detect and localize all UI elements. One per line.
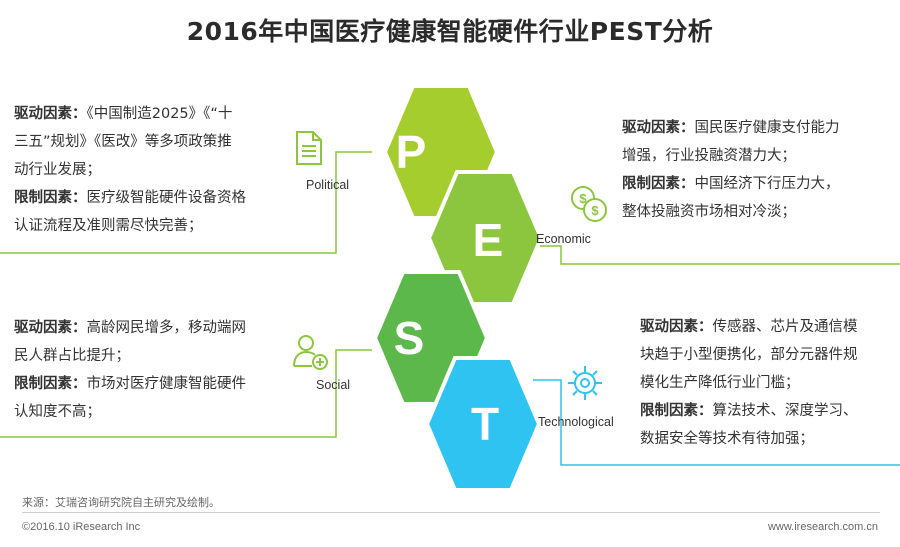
political-driver-line-2: 三五”规划》《医改》等多项政策推 bbox=[14, 134, 232, 150]
economic-driver-line-2: 增强，行业投融资潜力大； bbox=[622, 148, 796, 164]
limit-label: 限制因素： bbox=[622, 176, 695, 192]
gear-icon bbox=[568, 366, 602, 400]
website-link[interactable]: www.iresearch.com.cn bbox=[767, 521, 878, 533]
letter-e: E bbox=[473, 214, 504, 266]
driver-label: 驱动因素： bbox=[14, 106, 87, 122]
driver-label: 驱动因素： bbox=[640, 319, 713, 335]
technological-text: 驱动因素：传感器、芯片及通信模 块趋于小型便携化，部分元器件规 模化生产降低行业… bbox=[640, 313, 900, 453]
letter-t: T bbox=[471, 398, 499, 450]
economic-label: Economic bbox=[536, 232, 591, 246]
technological-driver-line-3: 模化生产降低行业门槛； bbox=[640, 375, 800, 391]
social-label: Social bbox=[316, 378, 351, 392]
coins-icon: $ $ bbox=[571, 186, 607, 222]
driver-label: 驱动因素： bbox=[622, 120, 695, 136]
limit-label: 限制因素： bbox=[14, 376, 87, 392]
source-note: 来源：艾瑞咨询研究院自主研究及绘制。 bbox=[22, 496, 220, 509]
economic-text: 驱动因素：国民医疗健康支付能力 增强，行业投融资潜力大； 限制因素：中国经济下行… bbox=[622, 114, 892, 226]
economic-limit-line-1: 中国经济下行压力大， bbox=[694, 176, 840, 192]
page-title: 2016年中国医疗健康智能硬件行业PEST分析 bbox=[186, 17, 714, 46]
svg-text:$: $ bbox=[591, 203, 599, 218]
social-driver-line-2: 民人群占比提升； bbox=[14, 348, 130, 364]
social-text: 驱动因素：高龄网民增多，移动端网 民人群占比提升； 限制因素：市场对医疗健康智能… bbox=[14, 314, 314, 426]
hexagon-t bbox=[424, 356, 542, 492]
limit-label: 限制因素： bbox=[640, 403, 713, 419]
letter-s: S bbox=[394, 312, 425, 364]
letter-p: P bbox=[396, 126, 427, 178]
political-driver-line-1: 《中国制造2025》《“十 bbox=[86, 106, 233, 122]
political-label: Political bbox=[306, 178, 350, 192]
economic-driver-line-1: 国民医疗健康支付能力 bbox=[694, 120, 840, 136]
technological-limit-line-2: 数据安全等技术有待加强； bbox=[640, 431, 814, 447]
political-limit-line-1: 医疗级智能硬件设备资格 bbox=[86, 190, 247, 206]
technological-driver-line-1: 传感器、芯片及通信模 bbox=[712, 319, 858, 335]
technological-label: Technological bbox=[538, 415, 614, 429]
economic-limit-line-2: 整体投融资市场相对冷淡； bbox=[622, 204, 796, 220]
add-user-icon bbox=[293, 335, 328, 370]
technological-driver-line-2: 块趋于小型便携化，部分元器件规 bbox=[640, 347, 858, 363]
social-driver-line-1: 高龄网民增多，移动端网 bbox=[86, 320, 247, 336]
political-driver-line-3: 动行业发展； bbox=[14, 162, 101, 178]
document-icon bbox=[296, 131, 322, 165]
technological-limit-line-1: 算法技术、深度学习、 bbox=[712, 403, 858, 419]
driver-label: 驱动因素： bbox=[14, 320, 87, 336]
svg-text:$: $ bbox=[579, 191, 587, 206]
political-limit-line-2: 认证流程及准则需尽快完善； bbox=[14, 218, 203, 234]
social-limit-line-2: 认知度不高； bbox=[14, 404, 101, 420]
political-text: 驱动因素：《中国制造2025》《“十 三五”规划》《医改》等多项政策推 动行业发… bbox=[14, 100, 314, 240]
limit-label: 限制因素： bbox=[14, 190, 87, 206]
footer-divider bbox=[22, 512, 880, 513]
copyright: ©2016.10 iResearch Inc bbox=[22, 521, 141, 533]
social-limit-line-1: 市场对医疗健康智能硬件 bbox=[86, 376, 247, 392]
